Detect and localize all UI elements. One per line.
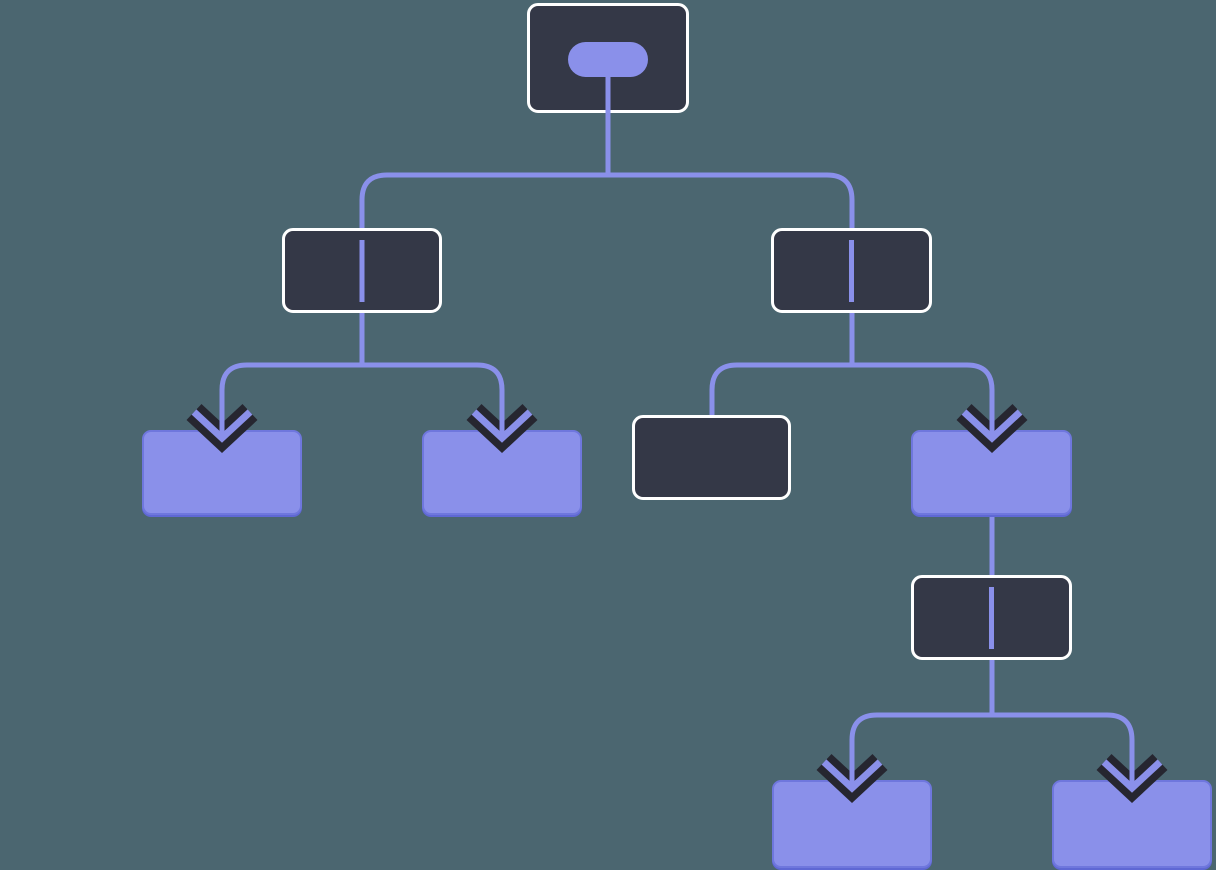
edge-root-to-level2-right (605, 113, 855, 228)
level3-leaf-a-node[interactable] (142, 430, 302, 515)
root-pill-badge (568, 42, 648, 77)
root-node[interactable] (527, 3, 689, 113)
level5-leaf-a-node[interactable] (772, 780, 932, 868)
edge-level4-to-leaf5a (849, 660, 995, 780)
edge-level2left-to-leaf-a (219, 313, 365, 430)
level2-left-node[interactable] (282, 228, 442, 313)
edge-level4-to-leaf5b (989, 660, 1135, 780)
level3-dark-node[interactable] (632, 415, 791, 500)
edge-level2right-to-leaf-d (849, 313, 995, 430)
level3-leaf-d-node[interactable] (911, 430, 1072, 515)
edge-level2right-to-dark (709, 313, 855, 415)
level2-right-node[interactable] (771, 228, 932, 313)
edge-level2left-to-leaf-b (359, 313, 505, 430)
level4-dark-node[interactable] (911, 575, 1072, 660)
level5-leaf-b-node[interactable] (1052, 780, 1212, 868)
level3-leaf-b-node[interactable] (422, 430, 582, 515)
